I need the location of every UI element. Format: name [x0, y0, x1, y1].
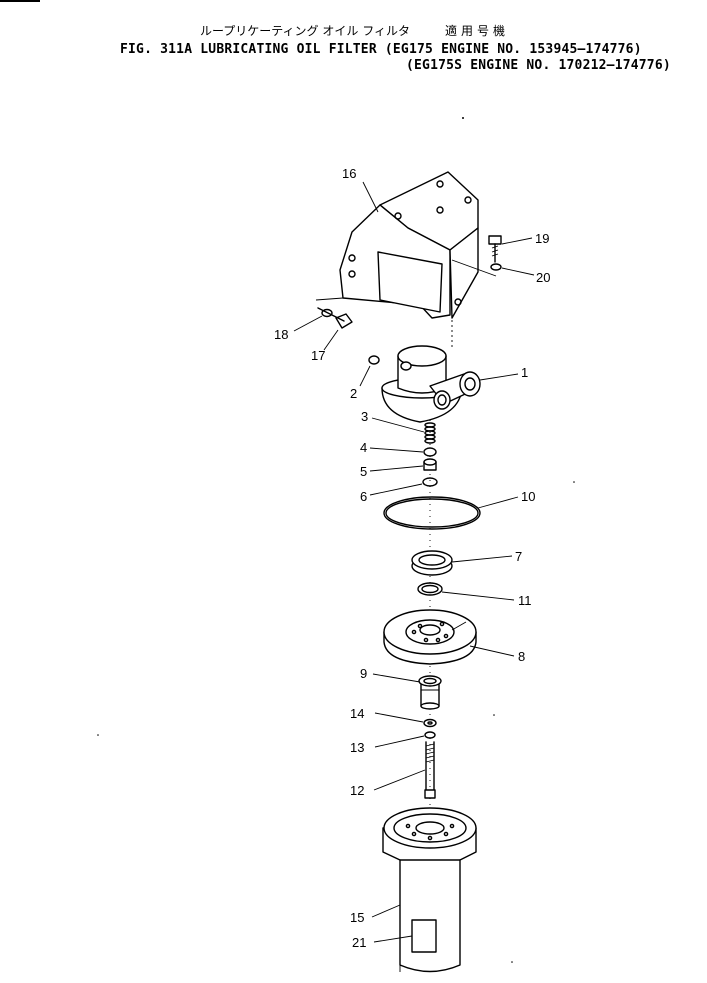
part-10-oring [383, 496, 481, 530]
callout-21: 21 [352, 935, 366, 950]
speck [97, 734, 99, 736]
part-17-bolt [317, 307, 353, 329]
figure-title-line-1: FIG. 311A LUBRICATING OIL FILTER (EG175 … [120, 42, 642, 57]
part-6-ring [422, 477, 438, 487]
callout-8: 8 [518, 649, 525, 664]
part-16-bracket [315, 171, 497, 319]
figure-title-line-2: (EG175S ENGINE NO. 170212—174776) [406, 58, 671, 73]
part-15-filter-cartridge [382, 807, 477, 973]
speck [573, 481, 575, 483]
callout-17: 17 [311, 348, 325, 363]
callout-14: 14 [350, 706, 364, 721]
part-4-valve [423, 447, 437, 457]
callout-16: 16 [342, 166, 356, 181]
callout-7: 7 [515, 549, 522, 564]
callout-2: 2 [350, 386, 357, 401]
part-13-washer [424, 731, 436, 739]
callout-1: 1 [521, 365, 528, 380]
part-9-center-tube [418, 675, 442, 710]
part-7-seal [411, 550, 453, 576]
callout-10: 10 [521, 489, 535, 504]
part-12-long-bolt [424, 741, 436, 799]
callout-20: 20 [536, 270, 550, 285]
callout-9: 9 [360, 666, 367, 681]
speck [493, 714, 495, 716]
part-5-seat [423, 458, 437, 471]
part-14-washer [423, 718, 437, 728]
callout-18: 18 [274, 327, 288, 342]
japanese-applicability: 適用号機 [445, 24, 510, 38]
header: ループリケーティング オイル フィルタ 適用号機 FIG. 311A LUBRI… [0, 0, 707, 80]
part-11-ring [417, 582, 443, 596]
part-20-washer [490, 263, 502, 271]
callout-3: 3 [361, 409, 368, 424]
part-3-spring [424, 422, 436, 444]
corner-mark [0, 0, 40, 2]
callout-15: 15 [350, 910, 364, 925]
callout-19: 19 [535, 231, 549, 246]
speck [511, 961, 513, 963]
part-2-plug [368, 355, 380, 365]
callout-4: 4 [360, 440, 367, 455]
part-21-label [411, 919, 437, 953]
speck [462, 117, 464, 119]
callout-13: 13 [350, 740, 364, 755]
part-8-cover-plate [383, 609, 477, 665]
callout-12: 12 [350, 783, 364, 798]
part-1-filter-head [381, 345, 481, 423]
callout-6: 6 [360, 489, 367, 504]
part-19-bolt [488, 235, 502, 263]
japanese-title: ループリケーティング オイル フィルタ [200, 24, 410, 38]
callout-11: 11 [518, 593, 532, 608]
leader-lines [293, 181, 535, 943]
callout-5: 5 [360, 464, 367, 479]
